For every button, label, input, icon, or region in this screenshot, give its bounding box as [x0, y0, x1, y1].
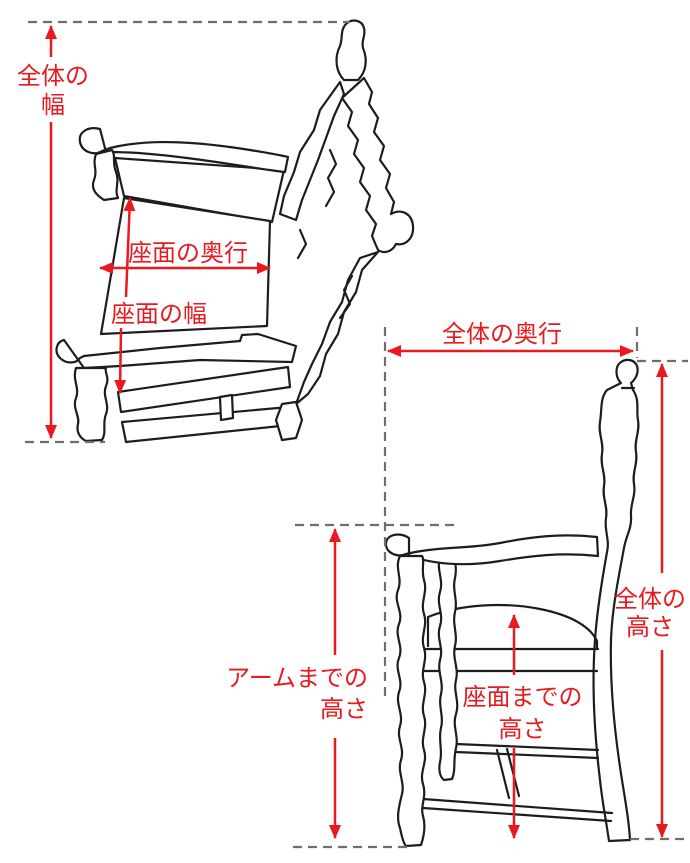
chair1-near-back-post	[278, 80, 346, 222]
chair1-carving-detail	[324, 148, 338, 208]
seat-height-label-line2: 高さ	[498, 715, 547, 743]
chair1-stretcher-post	[218, 393, 235, 422]
guide-lines	[25, 20, 688, 849]
overall-width-label-line1: 全体の	[17, 62, 89, 90]
chair1-rear-leg	[274, 400, 304, 442]
chair2-lower-stretcher	[421, 797, 614, 815]
chair2-armrest	[384, 533, 600, 566]
chair2-far-front-leg	[437, 554, 459, 782]
chair1-front-leg	[73, 366, 109, 443]
seat-height-label-line1: 座面までの	[462, 683, 583, 711]
overall-width-label: 全体の 幅	[6, 62, 100, 120]
chair2-lower-stretcher	[421, 806, 613, 823]
dimension-arrows	[45, 25, 668, 839]
chair1-finial	[335, 19, 367, 82]
overall-height-label-line1: 全体の	[614, 585, 686, 613]
overall-width-label-line2: 幅	[41, 91, 65, 119]
chair1-stretcher	[120, 405, 292, 444]
chair1-front-post	[91, 148, 120, 202]
arm-height-label: アームまでの 高さ	[210, 663, 368, 725]
chair2-upper-stretcher	[454, 750, 600, 760]
chair2-back-post	[592, 358, 640, 843]
chair2-stretcher-brace	[495, 748, 511, 800]
chair2-upper-stretcher	[454, 742, 600, 752]
chair1-backrest	[113, 156, 286, 224]
chair-side-view-drawing	[384, 358, 640, 848]
seat-depth-label: 座面の奥行	[128, 239, 248, 267]
overall-height-label-line2: 高さ	[626, 613, 674, 641]
chair1-armrest	[78, 127, 290, 174]
chair1-carving-detail	[338, 274, 354, 320]
seat-width-arrow-bottom	[114, 327, 127, 394]
chair2-front-leg	[395, 554, 427, 848]
overall-height-label: 全体の 高さ	[610, 585, 690, 641]
chair-top-view-drawing	[55, 19, 415, 444]
chair1-crest-rail	[340, 76, 415, 254]
overall-depth-label: 全体の奥行	[442, 320, 562, 348]
arm-height-label-line1: アームまでの	[226, 664, 368, 692]
chair1-far-back-post	[294, 250, 380, 406]
arm-height-label-line2: 高さ	[320, 695, 368, 723]
seat-width-label: 座面の幅	[111, 300, 207, 328]
seat-width-arrow-top	[123, 197, 136, 298]
chair1-stretcher	[116, 365, 292, 414]
seat-height-label: 座面までの 高さ	[445, 681, 600, 745]
chair1-carving-detail	[296, 228, 308, 260]
chair1-far-armrest	[55, 332, 298, 370]
